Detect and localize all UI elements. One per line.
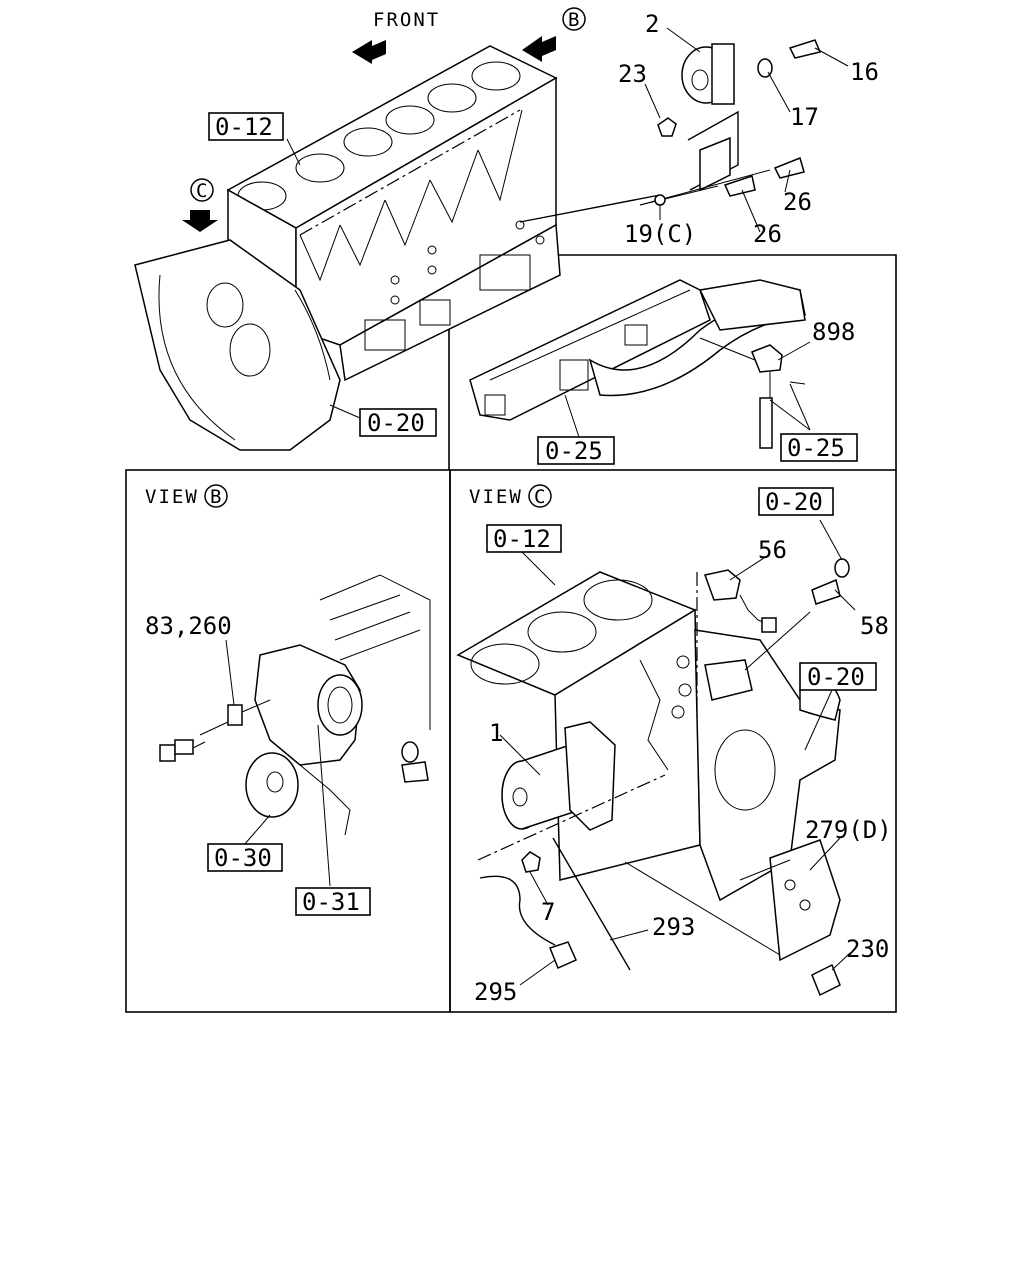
front-arrow-right-icon bbox=[522, 36, 556, 62]
callout-16: 16 bbox=[850, 58, 879, 86]
ref-0-20-top: 0-20 bbox=[367, 409, 425, 437]
front-label: FRONT bbox=[373, 9, 440, 31]
view-b-marker-circle bbox=[562, 7, 586, 31]
front-arrow-left-icon bbox=[352, 40, 386, 64]
view-b-illustration bbox=[159, 574, 431, 836]
callout-19c: 19(C) bbox=[624, 220, 696, 248]
speed-sensor-assembly bbox=[639, 39, 822, 206]
callout-26-lower: 26 bbox=[753, 220, 782, 248]
callout-295: 295 bbox=[474, 978, 517, 1006]
callout-17: 17 bbox=[790, 103, 819, 131]
view-c-arrow-icon bbox=[182, 210, 218, 232]
view-c-marker: C bbox=[196, 180, 209, 202]
ref-0-25-left: 0-25 bbox=[545, 437, 603, 465]
callout-26-upper: 26 bbox=[783, 188, 812, 216]
callout-230: 230 bbox=[846, 935, 889, 963]
view-c-prefix: VIEW bbox=[469, 486, 523, 508]
callout-56: 56 bbox=[758, 536, 787, 564]
ref-0-31: 0-31 bbox=[302, 888, 360, 916]
view-b-header-circle bbox=[204, 484, 228, 508]
callout-293: 293 bbox=[652, 913, 695, 941]
front-indicator: FRONT B C bbox=[182, 7, 586, 232]
view-b-marker: B bbox=[568, 9, 581, 31]
view-b-header-marker: B bbox=[210, 486, 223, 508]
callout-2: 2 bbox=[645, 10, 659, 38]
callout-58: 58 bbox=[860, 612, 889, 640]
ref-0-20-view-c-lower: 0-20 bbox=[807, 663, 865, 691]
panel-frames bbox=[125, 254, 897, 1013]
ref-0-25-right: 0-25 bbox=[787, 434, 845, 462]
ref-0-12-top: 0-12 bbox=[215, 113, 273, 141]
view-c-header-marker: C bbox=[534, 486, 547, 508]
view-c-header: VIEW C bbox=[469, 484, 552, 508]
ref-0-20-view-c-upper: 0-20 bbox=[765, 488, 823, 516]
ref-0-12-view-c: 0-12 bbox=[493, 525, 551, 553]
callout-7: 7 bbox=[541, 898, 555, 926]
callout-279d: 279(D) bbox=[805, 816, 892, 844]
exhaust-manifold-illustration bbox=[469, 279, 806, 449]
callout-1: 1 bbox=[489, 719, 503, 747]
leader-lines bbox=[225, 27, 856, 986]
view-b-header: VIEW B bbox=[145, 484, 228, 508]
ref-0-30: 0-30 bbox=[214, 844, 272, 872]
engine-block-illustration bbox=[134, 45, 661, 451]
view-c-marker-circle bbox=[190, 178, 214, 202]
view-c-illustration bbox=[456, 558, 850, 997]
view-c-header-circle bbox=[528, 484, 552, 508]
callout-23: 23 bbox=[618, 60, 647, 88]
view-b-prefix: VIEW bbox=[145, 486, 199, 508]
reference-boxes: 0-12 0-20 0-25 0-25 0-30 0-31 0-12 0-20 … bbox=[207, 112, 877, 916]
callout-labels: 2 23 16 17 26 26 19(C) 898 83,260 56 58 … bbox=[145, 10, 892, 1006]
callout-898: 898 bbox=[812, 318, 855, 346]
callout-83-260: 83,260 bbox=[145, 612, 232, 640]
